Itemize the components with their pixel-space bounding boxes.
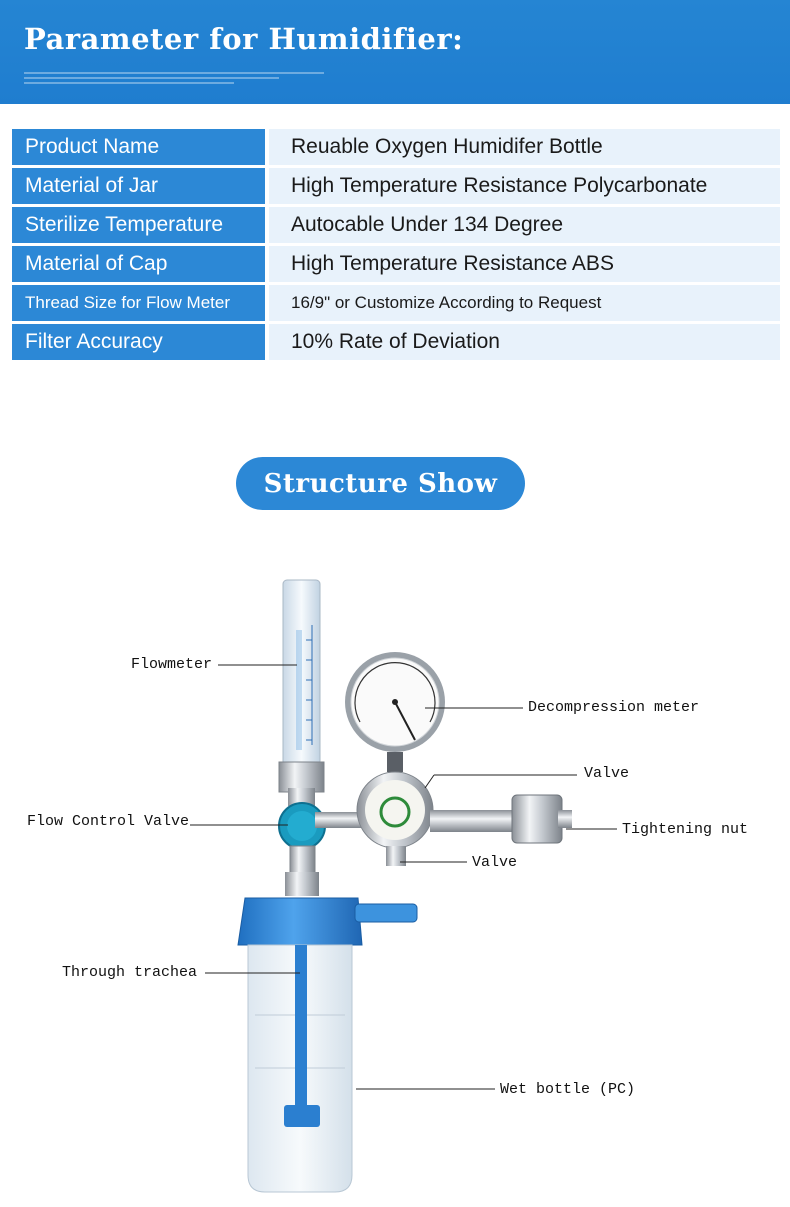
param-label: Material of Cap xyxy=(12,246,269,282)
callout-valve-bottom: Valve xyxy=(472,854,518,871)
param-value: 16/9" or Customize According to Request xyxy=(269,285,780,321)
callout-valve-top: Valve xyxy=(584,765,630,782)
table-row: Sterilize Temperature Autocable Under 13… xyxy=(12,207,780,243)
callout-lines xyxy=(190,664,617,1090)
wet-bottle xyxy=(247,944,353,1193)
param-label: Material of Jar xyxy=(12,168,269,204)
page-title: Parameter for Humidifier: xyxy=(24,22,464,56)
callout-wet-bottle: Wet bottle (PC) xyxy=(500,1081,636,1098)
parameter-table: Product Name Reuable Oxygen Humidifer Bo… xyxy=(12,126,780,363)
callout-flowmeter: Flowmeter xyxy=(131,656,213,673)
flow-control-valve xyxy=(278,788,326,875)
flowmeter xyxy=(278,579,325,793)
param-value: Autocable Under 134 Degree xyxy=(269,207,780,243)
callout-flow-control-valve: Flow Control Valve xyxy=(27,813,190,830)
param-label: Filter Accuracy xyxy=(12,324,269,360)
table-row: Thread Size for Flow Meter 16/9" or Cust… xyxy=(12,285,780,321)
banner-decoration xyxy=(24,72,324,92)
table-row: Material of Cap High Temperature Resista… xyxy=(12,246,780,282)
callout-through-trachea: Through trachea xyxy=(62,964,198,981)
table-row: Material of Jar High Temperature Resista… xyxy=(12,168,780,204)
humidifier-cap xyxy=(237,872,418,946)
param-label: Product Name xyxy=(12,129,269,165)
param-value: High Temperature Resistance Polycarbonat… xyxy=(269,168,780,204)
callout-decompression-meter: Decompression meter xyxy=(528,699,700,716)
callout-tightening-nut: Tightening nut xyxy=(622,821,749,838)
table-row: Product Name Reuable Oxygen Humidifer Bo… xyxy=(12,129,780,165)
param-label: Sterilize Temperature xyxy=(12,207,269,243)
param-value: Reuable Oxygen Humidifer Bottle xyxy=(269,129,780,165)
header-banner: Parameter for Humidifier: xyxy=(0,0,790,104)
table-row: Filter Accuracy 10% Rate of Deviation xyxy=(12,324,780,360)
param-value: 10% Rate of Deviation xyxy=(269,324,780,360)
param-value: High Temperature Resistance ABS xyxy=(269,246,780,282)
decompression-meter xyxy=(315,652,445,828)
param-label: Thread Size for Flow Meter xyxy=(12,285,269,321)
structure-show-heading: Structure Show xyxy=(236,457,525,510)
humidifier-illustration xyxy=(190,579,617,1193)
regulator-valve xyxy=(356,771,572,866)
